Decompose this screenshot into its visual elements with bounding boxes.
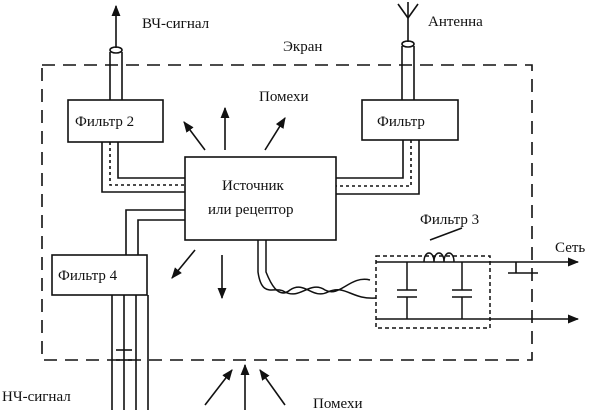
source-box bbox=[184, 156, 337, 241]
screen-label: Экран bbox=[283, 39, 322, 55]
interference-bottom-label: Помехи bbox=[313, 396, 363, 412]
filter-4-box bbox=[51, 254, 148, 296]
filter-3 bbox=[375, 227, 491, 329]
twisted-pair bbox=[257, 240, 377, 299]
antenna-label: Антенна bbox=[428, 14, 483, 30]
lf-signal-lines bbox=[111, 295, 149, 410]
source-label-line2: или рецептор bbox=[208, 202, 294, 218]
antenna-cable bbox=[397, 2, 419, 100]
shielded-cable-right bbox=[336, 140, 420, 195]
filter-label: Фильтр bbox=[377, 114, 425, 130]
shielded-cable-left bbox=[101, 142, 185, 193]
interference-arrows-outward bbox=[171, 249, 227, 300]
interference-arrows-bottom bbox=[204, 363, 286, 410]
filter-box bbox=[361, 99, 459, 141]
filter-2-box bbox=[67, 99, 164, 143]
hf-signal-label: ВЧ-сигнал bbox=[142, 16, 210, 32]
filter-2-label: Фильтр 2 bbox=[75, 114, 134, 130]
source-label-line1: Источник bbox=[222, 178, 285, 194]
hf-signal-cable bbox=[109, 4, 123, 100]
cable-to-filter-4 bbox=[125, 209, 185, 255]
filter-3-label: Фильтр 3 bbox=[420, 212, 479, 228]
lf-signal-label: НЧ-сигнал bbox=[2, 389, 71, 405]
interference-arrows-top bbox=[183, 106, 286, 151]
interference-top-label: Помехи bbox=[259, 89, 309, 105]
network-label: Сеть bbox=[555, 240, 585, 256]
filter-4-label: Фильтр 4 bbox=[58, 268, 118, 284]
network-lines bbox=[490, 257, 580, 324]
screen-enclosure bbox=[41, 64, 533, 361]
